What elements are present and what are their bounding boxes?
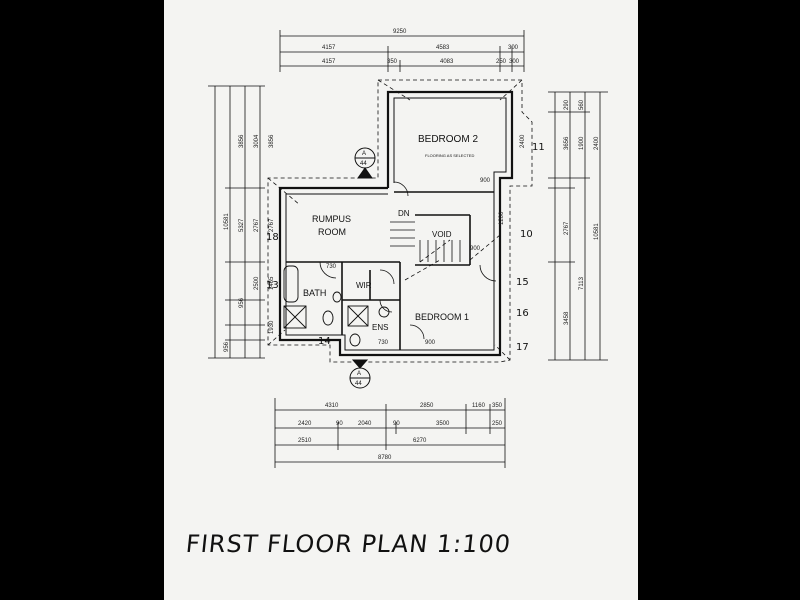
dim-top-overall: 9250 xyxy=(393,29,407,35)
dim-top-r2-2: 300 xyxy=(508,45,519,51)
dim-top-r3-1: 350 xyxy=(387,59,398,65)
room-label-bath: BATH xyxy=(303,288,326,298)
dim-left-3: 956 xyxy=(239,297,245,308)
room-label-bedroom-2: BEDROOM 2 xyxy=(418,134,478,145)
dim-left-7: 3856 xyxy=(269,134,275,148)
dim-top-r3-0: 4157 xyxy=(322,59,336,65)
window-code-4: 900 xyxy=(470,246,481,252)
dim-bot-r1-2: 1160 xyxy=(472,403,486,409)
dim-bot-r2-4: 3500 xyxy=(436,421,450,427)
dim-left-10: 1930 xyxy=(269,320,275,334)
dim-top-r2-0: 4157 xyxy=(322,45,336,51)
dim-right-0: 3656 xyxy=(564,136,570,150)
side-number-13: 13 xyxy=(266,280,279,291)
dim-top-r3-2: 4083 xyxy=(440,59,454,65)
left-dims-text: 10581 3856 5327 956 3004 2767 2500 3856 … xyxy=(224,134,275,352)
dim-top-r3-3: 250 xyxy=(496,59,507,65)
side-number-18: 18 xyxy=(266,232,279,243)
room-label-bedroom-1: BEDROOM 1 xyxy=(415,312,469,322)
dim-left-5: 2767 xyxy=(254,218,260,232)
side-number-15: 15 xyxy=(516,277,529,288)
plan-title: FIRST FLOOR PLAN 1:100 xyxy=(184,530,513,558)
section-sheet-top: 44 xyxy=(360,161,367,167)
dim-top-r2-1: 4583 xyxy=(436,45,450,51)
room-label-ens: ENS xyxy=(372,323,388,332)
dim-right-6: 10581 xyxy=(594,223,600,240)
dim-bot-r1-1: 2850 xyxy=(420,403,434,409)
dim-top-r3-4: 300 xyxy=(509,59,520,65)
dim-left-2: 5327 xyxy=(239,218,245,232)
room-label-rumpus: RUMPUS xyxy=(312,214,351,224)
dim-left-0: 10581 xyxy=(224,213,230,230)
dim-right-5: 3458 xyxy=(564,311,570,325)
dim-bot-r2-3: 90 xyxy=(393,421,400,427)
dim-right-4: 7113 xyxy=(579,276,585,290)
right-dims-text: 3656 1900 2400 2767 7113 3458 10581 560 … xyxy=(564,99,600,325)
dim-left-1: 3856 xyxy=(239,134,245,148)
side-number-14: 14 xyxy=(318,336,331,347)
dim-bot-r1-3: 350 xyxy=(492,403,503,409)
dim-bot-r3-0: 2510 xyxy=(298,438,312,444)
side-number-16: 16 xyxy=(516,308,529,319)
top-dimension-lines xyxy=(279,30,525,72)
dim-right-8: 290 xyxy=(564,99,570,110)
section-letter-bottom: A xyxy=(357,371,361,377)
window-code-3: 1200 xyxy=(499,211,505,225)
external-walls xyxy=(278,90,514,357)
side-number-10: 10 xyxy=(520,229,533,240)
section-letter-top: A xyxy=(362,151,366,157)
dim-right-2: 2400 xyxy=(594,136,600,150)
dim-right-7: 560 xyxy=(579,99,585,110)
section-marker-top xyxy=(354,147,376,179)
void-label: VOID xyxy=(432,230,452,239)
door-swings xyxy=(319,181,497,340)
window-code-1: 900 xyxy=(480,178,491,184)
dim-bot-r2-2: 2040 xyxy=(358,421,372,427)
stair-down-label: DN xyxy=(398,209,410,218)
right-dimension-lines xyxy=(548,91,608,361)
bath-fixtures xyxy=(283,265,390,347)
dim-left-8: 2767 xyxy=(269,218,275,232)
window-code-0: 2400 xyxy=(520,134,526,148)
window-code-2: 730 xyxy=(326,264,337,270)
room-label-wir: WIR xyxy=(356,281,372,290)
window-code-6: 900 xyxy=(425,340,436,346)
dim-bot-r2-1: 90 xyxy=(336,421,343,427)
dim-bot-r3-1: 6270 xyxy=(413,438,427,444)
dim-left-9: 1465 xyxy=(269,276,275,290)
left-dimension-lines xyxy=(208,85,265,359)
bedroom-2-floor-note: FLOORING AS SELECTED xyxy=(425,153,474,158)
staircase xyxy=(390,221,461,262)
window-code-5: 730 xyxy=(378,340,389,346)
dim-left-11: 956 xyxy=(224,341,230,352)
side-number-11: 11 xyxy=(532,142,545,153)
dim-right-3: 2767 xyxy=(564,221,570,235)
side-number-17: 17 xyxy=(516,342,529,353)
bottom-dimension-lines xyxy=(274,398,506,468)
dim-bot-r2-5: 250 xyxy=(492,421,503,427)
dim-bot-r2-0: 2420 xyxy=(298,421,312,427)
dim-right-1: 1900 xyxy=(579,136,585,150)
dim-bot-r1-0: 4310 xyxy=(325,403,339,409)
section-sheet-bottom: 44 xyxy=(355,381,362,387)
dim-left-4: 3004 xyxy=(254,134,260,148)
dim-bot-overall: 8780 xyxy=(378,455,392,461)
internal-walls xyxy=(286,191,494,350)
dim-left-6: 2500 xyxy=(254,276,260,290)
section-marker-bottom xyxy=(349,359,371,389)
room-label-room: ROOM xyxy=(318,227,346,237)
eaves-outline xyxy=(267,79,533,363)
